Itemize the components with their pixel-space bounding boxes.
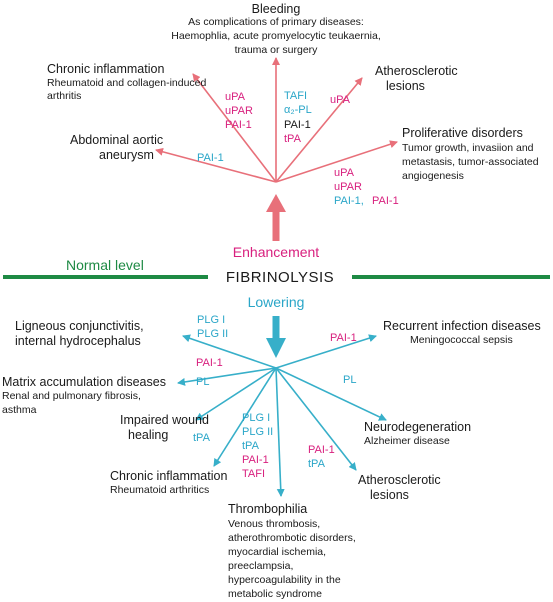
enhancement-shaft — [272, 211, 280, 241]
chronic-inflammation-top-title: Chronic inflammation — [47, 62, 165, 76]
factor-pl-neuro: PL — [343, 374, 357, 386]
arrow-to-chronic-inflammation-bottom — [213, 367, 277, 467]
arrow-to-neurodegeneration — [275, 367, 387, 421]
factor-upar-proliferative: uPAR — [334, 181, 362, 193]
recurrent-infection-title: Recurrent infection diseases — [383, 319, 541, 333]
bleeding-line-2: Haemophlia, acute promyelocytic teukaern… — [171, 30, 381, 42]
chronic-inflammation-top-line-1: Rheumatoid and collagen-induced — [47, 77, 207, 89]
lowering-label: Lowering — [247, 294, 305, 310]
factor-pai1-matrix: PAI-1 — [196, 357, 223, 369]
proliferative-line-2: metastasis, tumor-associated — [402, 156, 539, 168]
enhancement-arrows — [155, 57, 398, 183]
factor-tafi-thrombo: TAFI — [242, 468, 266, 480]
arrow-to-matrix-accumulation — [177, 367, 277, 386]
lowering-head — [266, 338, 286, 358]
bleeding-line-3: trauma or surgery — [234, 44, 318, 56]
impaired-healing-line-2: healing — [128, 428, 169, 442]
thrombophilia-line-4: preeclampsia, — [228, 560, 294, 572]
factor-pai1-proliferative-b: PAI-1 — [372, 195, 399, 207]
factor-upa-chronic: uPA — [225, 91, 245, 103]
arrow-to-thrombophilia — [275, 367, 285, 497]
arrow-to-ligneous — [182, 334, 277, 369]
atherosclerotic-bottom-line-2: lesions — [370, 488, 409, 502]
factor-pai1-aneurysm: PAI-1 — [197, 152, 224, 164]
arrow-to-recurrent-infection — [275, 334, 377, 369]
factor-pai1-athero-bottom: PAI-1 — [308, 444, 335, 456]
thrombophilia-title: Thrombophilia — [228, 502, 308, 516]
arrow-to-atherosclerotic-bottom — [275, 367, 357, 471]
factor-tpa-athero-bottom: tPA — [308, 458, 325, 470]
lowering-shaft — [272, 316, 280, 340]
factor-a2pl-bleeding: α₂-PL — [284, 104, 312, 116]
atherosclerotic-bottom-line-1: Atherosclerotic — [358, 473, 441, 487]
thrombophilia-line-3: myocardial ischemia, — [228, 546, 327, 558]
thrombophilia-line-6: metabolic syndrome — [228, 588, 322, 600]
matrix-accumulation-title: Matrix accumulation diseases — [2, 375, 166, 389]
matrix-accumulation-line-1: Renal and pulmonary fibrosis, — [2, 390, 141, 402]
chronic-inflammation-bottom-line-1: Rheumatoid arthritics — [110, 484, 210, 496]
bleeding-line-1: As complications of primary diseases: — [188, 16, 364, 28]
factor-plg2-thrombo: PLG II — [242, 426, 274, 438]
atherosclerotic-top-line-2: lesions — [386, 79, 425, 93]
fibrinolysis-label: FIBRINOLYSIS — [225, 269, 335, 286]
ligneous-line-1: Ligneous conjunctivitis, — [15, 319, 144, 333]
thrombophilia-line-2: atherothrombotic disorders, — [228, 532, 356, 544]
factor-pl-matrix: PL — [196, 376, 210, 388]
chronic-inflammation-top-line-2: arthritis — [47, 90, 82, 102]
factor-pai1-recurrent: PAI-1 — [330, 332, 357, 344]
factor-pai1-bleeding: PAI-1 — [284, 119, 311, 131]
neurodegeneration-title: Neurodegeneration — [364, 420, 472, 434]
thrombophilia-line-1: Venous thrombosis, — [228, 518, 321, 530]
factor-plg1-ligneous: PLG I — [197, 314, 226, 326]
proliferative-line-3: angiogenesis — [402, 170, 464, 182]
arrow-to-atherosclerotic-top — [275, 77, 363, 183]
bleeding-title: Bleeding — [251, 2, 301, 16]
ligneous-line-2: internal hydrocephalus — [15, 334, 141, 348]
factor-pai1-chronic: PAI-1 — [225, 119, 252, 131]
factor-tpa-wound: tPA — [193, 432, 210, 444]
factor-upa-proliferative: uPA — [334, 167, 354, 179]
factor-pai1-thrombo: PAI-1 — [242, 454, 269, 466]
factor-pai1-proliferative-a: PAI-1, — [334, 195, 364, 207]
abdominal-aneurysm-line-1: Abdominal aortic — [70, 133, 164, 147]
enhancement-label: Enhancement — [232, 244, 320, 260]
matrix-accumulation-line-2: asthma — [2, 404, 37, 416]
factor-tpa-thrombo: tPA — [242, 440, 259, 452]
lowering-arrows — [177, 334, 387, 497]
abdominal-aneurysm-line-2: aneurysm — [99, 148, 154, 162]
factor-upar-chronic: uPAR — [225, 105, 253, 117]
atherosclerotic-top-line-1: Atherosclerotic — [375, 64, 458, 78]
chronic-inflammation-bottom-title: Chronic inflammation — [110, 469, 228, 483]
recurrent-infection-line-1: Meningococcal sepsis — [410, 334, 513, 346]
thrombophilia-line-5: hypercoagulability in the — [228, 574, 341, 586]
arrow-to-abdominal-aneurysm — [155, 147, 277, 183]
factor-tpa-bleeding: tPA — [284, 133, 301, 145]
proliferative-line-1: Tumor growth, invasiion and — [402, 142, 534, 154]
arrow-to-impaired-healing — [195, 367, 277, 421]
factor-upa-atherosclerotic: uPA — [330, 94, 350, 106]
factor-tafi-bleeding: TAFI — [284, 90, 308, 102]
factor-plg2-ligneous: PLG II — [197, 328, 229, 340]
proliferative-title: Proliferative disorders — [402, 126, 523, 140]
enhancement-head — [266, 194, 286, 212]
impaired-healing-line-1: Impaired wound — [120, 413, 209, 427]
normal-level-label: Normal level — [66, 257, 144, 273]
arrow-to-chronic-inflammation — [192, 73, 277, 183]
factor-plg1-thrombo: PLG I — [242, 412, 271, 424]
neurodegeneration-line-1: Alzheimer disease — [364, 435, 450, 447]
arrow-to-proliferative — [275, 140, 398, 183]
